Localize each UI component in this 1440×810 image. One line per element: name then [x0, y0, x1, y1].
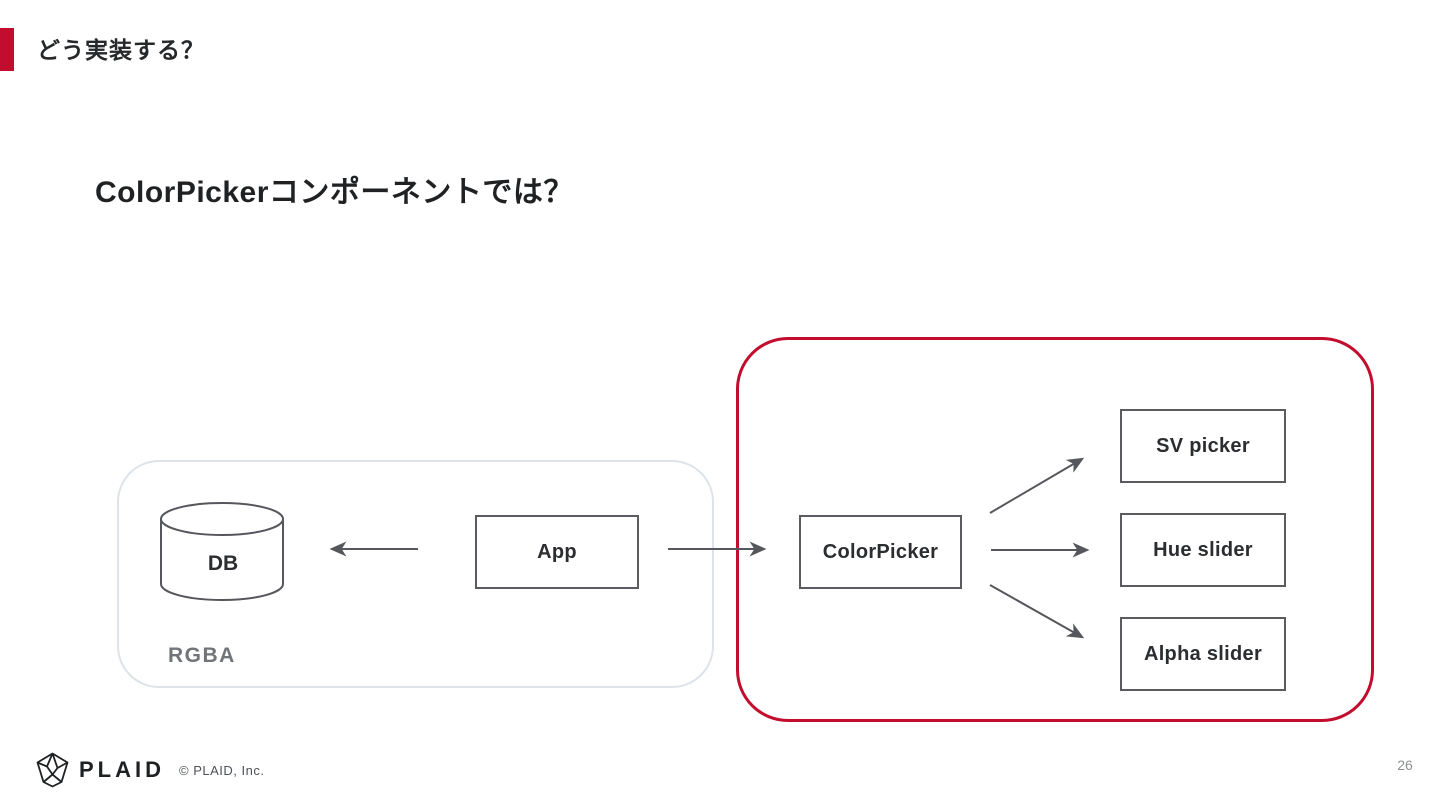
hue-slider-node-label: Hue slider	[1153, 538, 1253, 561]
app-node-label: App	[537, 540, 577, 563]
rgba-group-label: RGBA	[168, 644, 236, 667]
plaid-logo-icon	[36, 752, 69, 788]
plaid-wordmark: PLAID	[79, 757, 165, 782]
footer: PLAID © PLAID, Inc.	[36, 752, 264, 788]
slide-heading: ColorPickerコンポーネントでは？	[95, 176, 574, 209]
sv-picker-node: SV picker	[1120, 409, 1286, 483]
alpha-slider-node: Alpha slider	[1120, 617, 1286, 691]
sv-picker-node-label: SV picker	[1156, 434, 1250, 457]
accent-bar	[0, 28, 14, 71]
app-node: App	[475, 515, 639, 589]
alpha-slider-node-label: Alpha slider	[1143, 642, 1263, 665]
hue-slider-node: Hue slider	[1120, 513, 1286, 587]
slide-kicker: どう実装する？	[37, 37, 205, 63]
db-node-label: DB	[207, 552, 239, 575]
colorpicker-node-label: ColorPicker	[822, 540, 939, 563]
page-number: 26	[1397, 757, 1413, 773]
colorpicker-node: ColorPicker	[799, 515, 962, 589]
copyright-text: © PLAID, Inc.	[179, 762, 265, 778]
